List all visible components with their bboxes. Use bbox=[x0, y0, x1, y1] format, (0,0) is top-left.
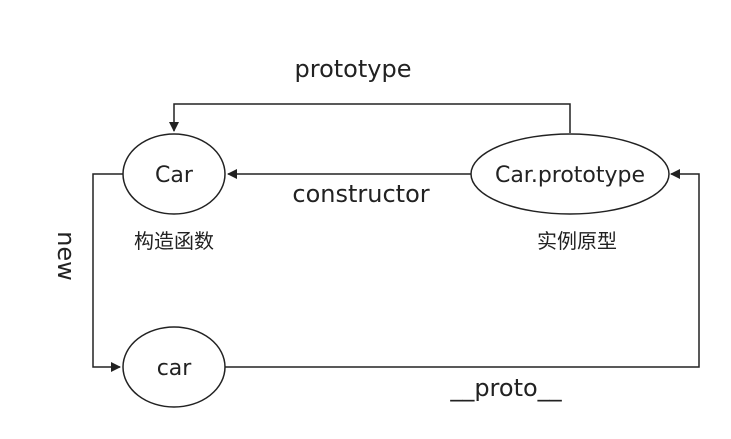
proto-edge bbox=[225, 169, 700, 368]
node-car-constructor-label: Car bbox=[155, 163, 194, 188]
new-edge bbox=[92, 173, 123, 372]
edge-label-prototype: prototype bbox=[295, 55, 412, 83]
node-car-prototype: Car.prototype bbox=[470, 133, 670, 215]
caption-constructor-function: 构造函数 bbox=[134, 229, 214, 253]
prototype-edge bbox=[169, 103, 571, 133]
edge-label-constructor: constructor bbox=[292, 180, 429, 208]
node-car-prototype-label: Car.prototype bbox=[495, 163, 645, 188]
edge-label-proto: __proto__ bbox=[449, 374, 562, 402]
node-car-constructor: Car bbox=[122, 133, 226, 215]
node-car-instance: car bbox=[122, 326, 226, 408]
edge-label-new: new bbox=[52, 231, 80, 281]
node-car-instance-label: car bbox=[157, 356, 193, 381]
caption-instance-prototype: 实例原型 bbox=[537, 229, 617, 253]
